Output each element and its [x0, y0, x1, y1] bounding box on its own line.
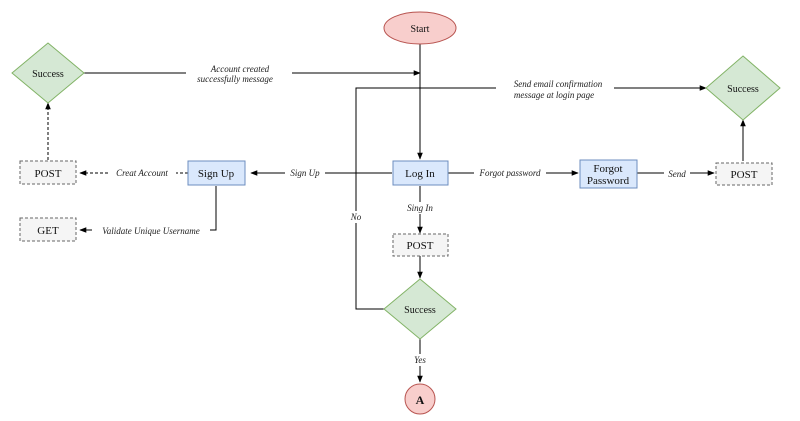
label-sign-up: Sign Up	[290, 168, 320, 178]
get-signup-node[interactable]: GET	[19, 217, 77, 242]
edge-signup-to-get	[79, 186, 217, 233]
label-sing-in: Sing In	[407, 203, 433, 213]
start-label: Start	[411, 24, 430, 35]
connector-a-node[interactable]: A	[404, 383, 436, 415]
label-account-created-2: successfully message	[197, 74, 273, 84]
label-creat-account: Creat Account	[116, 168, 168, 178]
label-account-created-1: Account created	[210, 64, 270, 74]
success-right-label: Success	[727, 84, 759, 95]
label-validate-username: Validate Unique Username	[102, 226, 199, 236]
start-node[interactable]: Start	[383, 11, 457, 45]
label-send-email-2: message at login page	[514, 90, 594, 100]
success-center-node[interactable]: Success	[383, 278, 457, 340]
success-right-node[interactable]: Success	[705, 55, 781, 121]
label-send: Send	[668, 169, 686, 179]
forgot-password-node[interactable]: Forgot Password	[579, 159, 638, 189]
login-label: Log In	[405, 168, 435, 180]
connector-a-label: A	[416, 393, 425, 407]
post-signup-node[interactable]: POST	[19, 160, 77, 185]
signup-label: Sign Up	[198, 168, 235, 180]
signup-node[interactable]: Sign Up	[187, 160, 246, 186]
post-login-node[interactable]: POST	[392, 233, 449, 257]
success-left-label: Success	[32, 69, 64, 80]
label-forgot-password: Forgot password	[478, 168, 541, 178]
post-signup-label: POST	[35, 168, 62, 180]
forgot-password-label-2: Password	[587, 175, 630, 187]
post-forgot-node[interactable]: POST	[715, 162, 773, 186]
label-no: No	[350, 212, 362, 222]
success-left-node[interactable]: Success	[11, 42, 85, 104]
edge-labels: Account created successfully message Sen…	[92, 63, 690, 366]
login-node[interactable]: Log In	[392, 160, 449, 186]
label-send-email-1: Send email confirmation	[514, 79, 603, 89]
edges	[45, 44, 746, 383]
success-center-label: Success	[404, 305, 436, 316]
get-signup-label: GET	[37, 225, 59, 237]
edge-no-loop-to-success-right	[355, 85, 707, 310]
forgot-password-label-1: Forgot	[593, 163, 622, 175]
label-yes: Yes	[414, 355, 426, 365]
post-forgot-label: POST	[731, 169, 758, 181]
post-login-label: POST	[407, 240, 434, 252]
